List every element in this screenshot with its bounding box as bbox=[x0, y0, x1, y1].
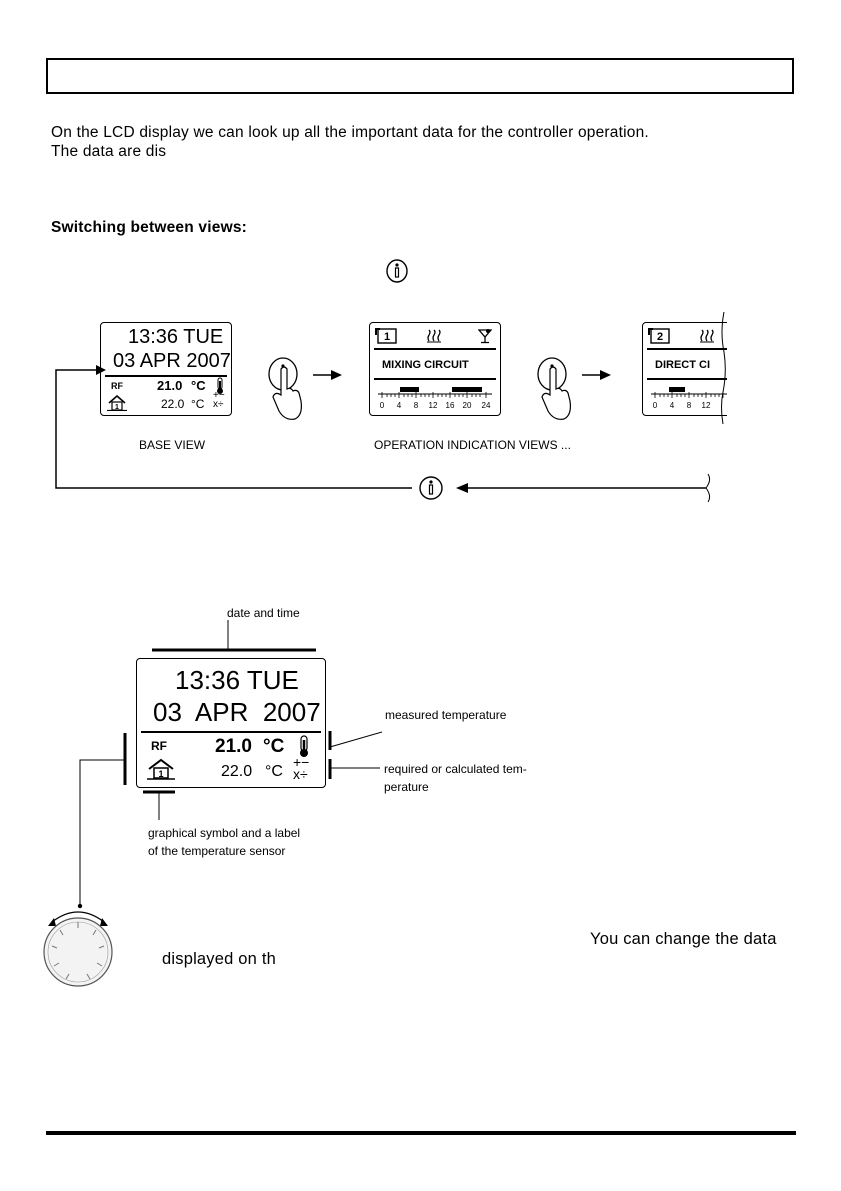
info-button-icon bbox=[419, 476, 443, 500]
base-lcd-time: 13:36 TUE bbox=[128, 326, 224, 348]
detail-lcd-required: 22.0 bbox=[221, 763, 253, 780]
date-time-bracket bbox=[152, 620, 316, 652]
base-lcd-date: 03 APR 2007 bbox=[113, 350, 231, 372]
mixing-lcd-divider-top bbox=[374, 348, 496, 350]
date-time-label: date and time bbox=[227, 606, 300, 620]
switching-title: Switching between views: bbox=[51, 219, 248, 236]
scale-label: 16 bbox=[446, 401, 455, 410]
sensor-symbol-label-1: graphical symbol and a label bbox=[148, 826, 301, 840]
finger-press-icon bbox=[268, 357, 302, 420]
scale-label: 20 bbox=[463, 401, 472, 410]
sensor-symbol-bracket bbox=[143, 790, 175, 820]
scale-label: 4 bbox=[670, 401, 675, 410]
page-header-frame bbox=[46, 58, 794, 94]
scale-label: 0 bbox=[653, 401, 658, 410]
direct-lcd-title: DIRECT CI bbox=[655, 359, 710, 371]
return-loop-diagram bbox=[55, 365, 711, 502]
heating-icon bbox=[427, 329, 441, 343]
scale-label: 24 bbox=[482, 401, 491, 410]
mixing-lcd-title: MIXING CIRCUIT bbox=[382, 359, 469, 371]
base-lcd-required: 22.0 bbox=[161, 397, 185, 411]
sensor-symbol-label-2: of the temperature sensor bbox=[148, 844, 286, 858]
knob-text-left: displayed on th bbox=[162, 950, 276, 968]
info-button-icon bbox=[386, 259, 408, 283]
detail-lcd-time: 13:36 TUE bbox=[175, 665, 299, 695]
required-bracket bbox=[328, 759, 380, 779]
mixing-time-program: 0 4 8 12 16 20 24 bbox=[378, 387, 492, 410]
svg-text:1: 1 bbox=[384, 331, 390, 343]
heating-icon bbox=[700, 329, 714, 343]
detail-lcd-measured: 21.0 bbox=[215, 736, 252, 757]
base-lcd-unit: °C bbox=[191, 378, 206, 393]
mixing-lcd-divider-bottom bbox=[374, 378, 496, 380]
intro-line-2: The data are dis bbox=[51, 143, 167, 160]
operation-views-caption: OPERATION INDICATION VIEWS ... bbox=[374, 438, 571, 452]
required-temperature-label-2: perature bbox=[384, 780, 429, 794]
plus-minus-times-divide-icon: +−x÷ bbox=[213, 390, 225, 410]
scale-label: 0 bbox=[380, 401, 385, 410]
base-view-lcd: 13:36 TUE 03 APR 2007 RF 21.0 °C 1 22.0 … bbox=[100, 322, 232, 416]
base-lcd-measured: 21.0 bbox=[157, 378, 183, 393]
rotary-knob-icon[interactable] bbox=[38, 904, 122, 988]
footer-rule bbox=[46, 1131, 796, 1135]
base-lcd-unit-2: °C bbox=[191, 397, 205, 411]
mixing-circuit-lcd: 1 MIXING CIRCUIT 0 4 8 12 16 20 24 bbox=[369, 322, 501, 416]
required-temperature-label-1: required or calculated tem- bbox=[384, 762, 527, 776]
knob-connector bbox=[77, 733, 127, 909]
intro-line-1: On the LCD display we can look up all th… bbox=[51, 124, 649, 141]
scale-label: 12 bbox=[429, 401, 438, 410]
base-lcd-divider bbox=[105, 375, 227, 377]
thermometer-icon bbox=[300, 735, 308, 757]
scale-label: 8 bbox=[687, 401, 692, 410]
detail-lcd-sensor-label: RF bbox=[151, 739, 167, 753]
scale-label: 12 bbox=[702, 401, 711, 410]
detail-lcd-date: 03 APR 2007 bbox=[153, 697, 321, 727]
knob-text-right: You can change the data bbox=[590, 930, 777, 948]
plus-minus-times-divide-icon: +−x÷ bbox=[293, 754, 310, 782]
cocktail-icon bbox=[478, 329, 492, 344]
direct-circuit-lcd-clip: 2 DIRECT CI 0 4 8 12 bbox=[638, 315, 727, 425]
detail-lcd-unit-2: °C bbox=[265, 763, 283, 780]
base-lcd-sensor-number: 1 bbox=[115, 404, 119, 411]
detail-lcd-divider bbox=[141, 731, 321, 733]
arrow-right-icon bbox=[582, 370, 611, 380]
detail-lcd-sensor-number: 1 bbox=[158, 769, 163, 779]
scale-label: 4 bbox=[397, 401, 402, 410]
finger-press-icon bbox=[537, 357, 571, 420]
circuit-number-icon: 1 bbox=[375, 328, 397, 344]
svg-text:2: 2 bbox=[657, 331, 663, 343]
measured-temperature-label: measured temperature bbox=[385, 708, 507, 722]
base-lcd-sensor-label: RF bbox=[111, 381, 123, 391]
house-icon: 1 bbox=[107, 395, 127, 411]
direct-time-program: 0 4 8 12 bbox=[651, 387, 727, 410]
scale-label: 8 bbox=[414, 401, 419, 410]
detail-lcd: 13:36 TUE 03 APR 2007 RF 21.0 °C 1 22.0 … bbox=[136, 658, 326, 788]
direct-lcd-divider-top bbox=[647, 348, 727, 350]
circuit-number-icon: 2 bbox=[648, 328, 670, 344]
direct-circuit-lcd: 2 DIRECT CI 0 4 8 12 bbox=[642, 322, 727, 416]
torn-edge bbox=[721, 312, 726, 424]
measured-bracket bbox=[328, 731, 383, 750]
house-icon: 1 bbox=[147, 758, 175, 780]
base-view-caption: BASE VIEW bbox=[139, 438, 206, 452]
arrow-right-icon bbox=[313, 370, 342, 380]
thermometer-icon bbox=[217, 377, 223, 394]
direct-lcd-divider-bottom bbox=[647, 378, 727, 380]
detail-lcd-unit: °C bbox=[263, 736, 285, 757]
